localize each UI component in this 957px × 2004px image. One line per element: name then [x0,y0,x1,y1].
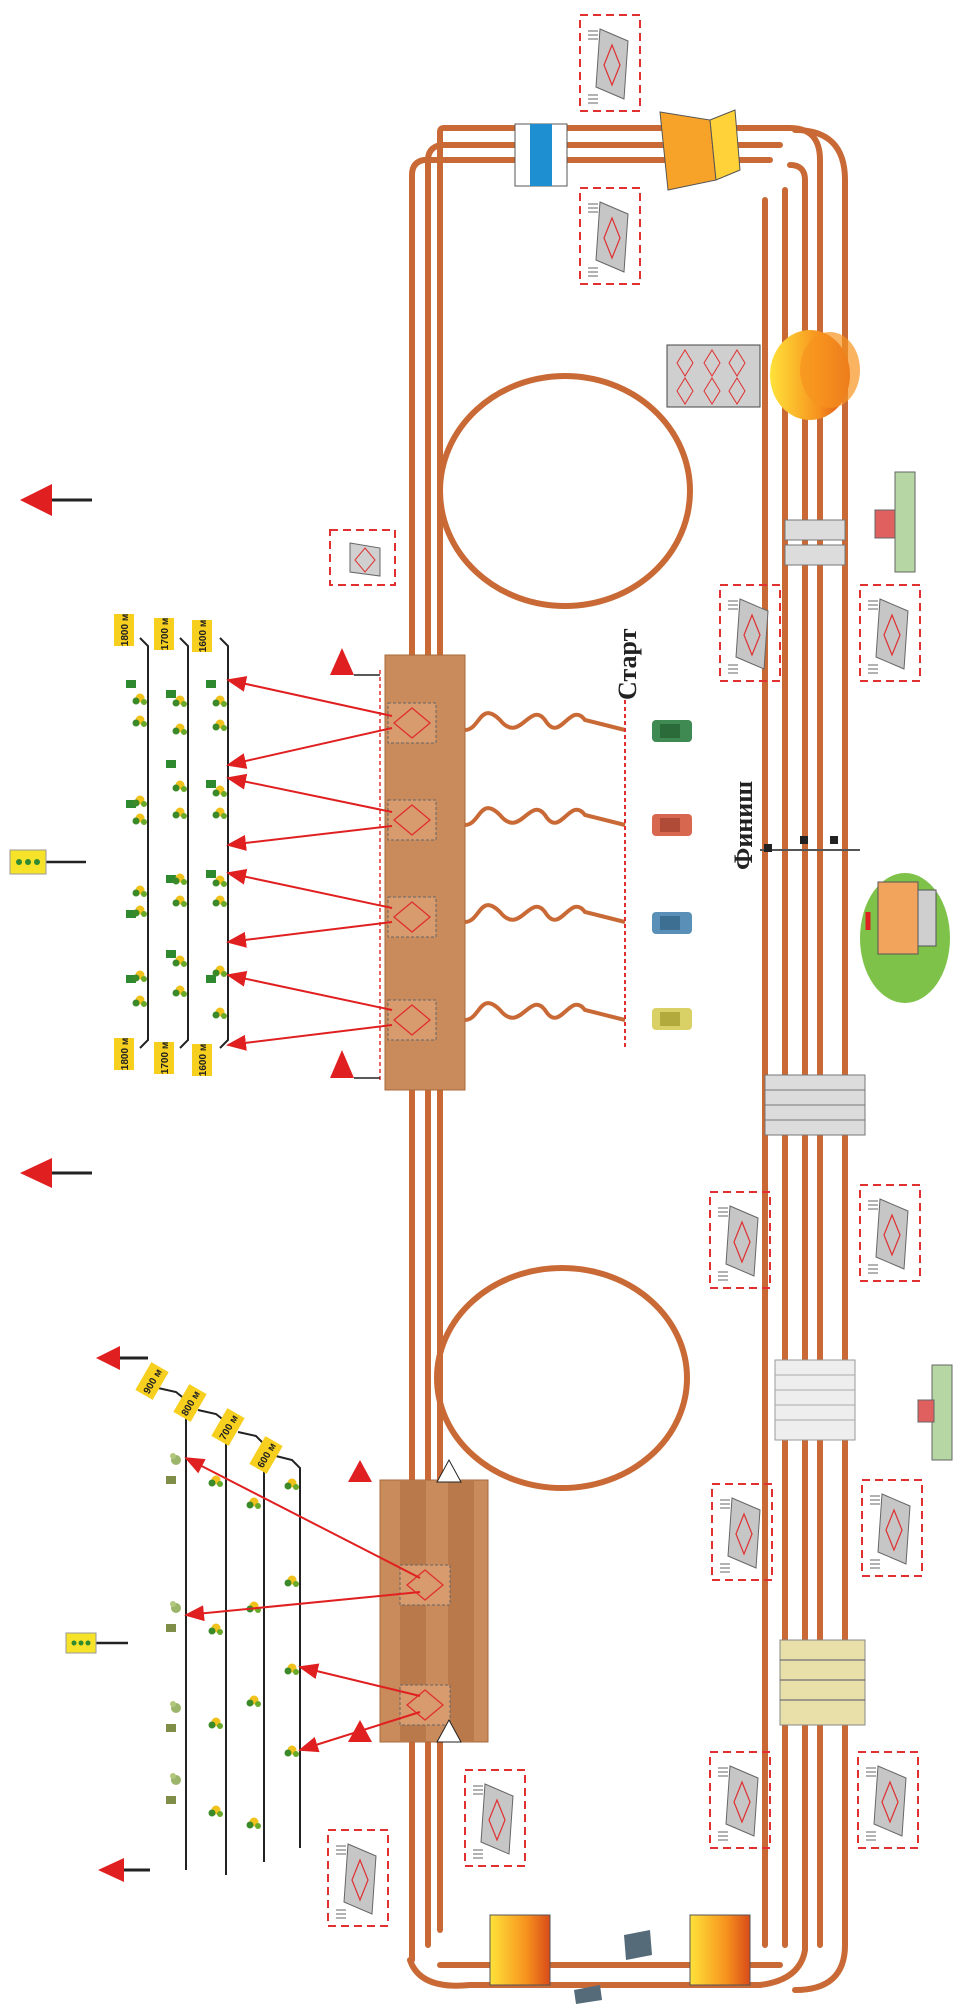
inspection-zone [719,584,781,682]
fire-direction-arrows-upper [226,676,393,1051]
inspection-zone [327,1829,389,1927]
range-marker-label: 1700 м [160,1042,171,1074]
vehicle-icon [652,1008,692,1030]
target-icon [166,760,176,768]
triangle-marker-icon [436,1718,462,1743]
triangle-marker-icon [348,1460,372,1482]
inspection-zone [857,1751,919,1849]
wind-arrow-icon [98,1858,150,1882]
range-markers-upper-top: 1800 м 1700 м 1600 м [114,614,212,652]
target-icon [166,875,176,883]
range-markers-lower: 900 м 800 м 700 м 600 м [135,1362,283,1474]
inspection-zone [329,529,396,586]
wind-arrow-icon [96,1346,148,1370]
inspection-zone [859,1184,921,1282]
wind-arrow-icon [20,1158,92,1188]
target-icon [206,975,216,983]
range-marker-label: 1800 м [120,614,131,646]
start-lanes [464,711,626,1022]
upper-targets [126,680,227,1019]
target-icon [126,680,136,688]
target-icon [206,870,216,878]
firing-point-icon [387,702,437,744]
bridge-icon [514,123,568,187]
firing-point-icon [387,799,437,841]
vehicle-icon [652,814,692,836]
fire-direction-arrows-lower [184,1457,421,1753]
gate-icon [574,1930,652,2004]
target-icon [126,800,136,808]
start-label: Старт [613,628,642,700]
triangle-marker-icon [436,1458,462,1483]
firing-point-icon [399,1684,451,1726]
target-field-lower [157,1387,301,1875]
fire-obstacle-icon [666,330,860,420]
yellow-flag-icon [65,1632,128,1654]
ditch-icon [489,1914,751,1986]
firing-point-icon [387,999,437,1041]
yellow-flag-icon [9,849,86,875]
inspection-zone [579,187,641,285]
ditch-icon [779,1639,866,1726]
range-marker-label: 1600 м [198,1044,209,1076]
target-icon [126,910,136,918]
inspection-zone [464,1769,526,1867]
finish-label: Финиш [729,781,758,870]
range-markers-upper-bottom: 1800 м 1700 м 1600 м [114,1038,212,1076]
bridge-icon [764,1074,866,1136]
inspection-zone [709,1191,771,1289]
lower-targets [166,1453,299,1829]
vehicle-icon [652,912,692,934]
command-post-icon [860,873,950,1003]
firing-line-upper [330,648,466,1091]
checkered-flag-icon [760,836,860,852]
target-icon [206,680,216,688]
inspection-zone [861,1479,923,1577]
vehicle-icon [652,720,692,742]
water-obstacle-icon [774,1359,856,1441]
firing-line-lower [348,1458,489,1743]
range-marker-label: 1700 м [160,618,171,650]
inspection-zone [579,14,641,112]
barrier-icon [917,1364,953,1461]
firing-point-icon [387,896,437,938]
target-icon [166,1796,176,1804]
triangle-marker-icon [330,1050,380,1079]
wind-arrow-icon [20,484,92,516]
ditch-icon [659,109,741,191]
target-icon [166,1476,176,1484]
target-icon [166,1724,176,1732]
triangle-marker-icon [330,648,380,676]
target-icon [166,950,176,958]
range-marker-label: 1600 м [198,620,209,652]
range-marker-label: 1800 м [120,1038,131,1070]
barrier-icon [784,471,916,573]
inspection-zone [709,1751,771,1849]
inspection-zone [859,584,921,682]
target-icon [166,1624,176,1632]
target-icon [166,690,176,698]
target-icon [126,975,136,983]
target-icon [206,780,216,788]
